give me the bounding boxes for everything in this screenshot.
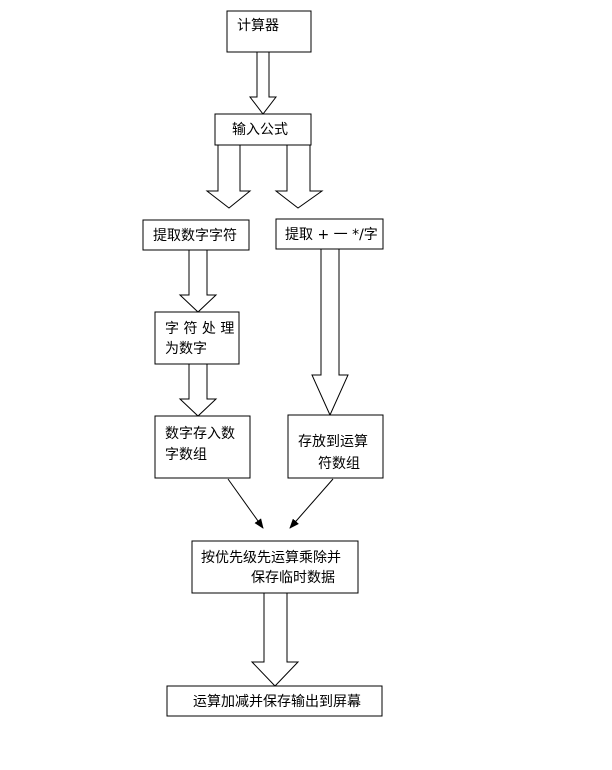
block-arrow-input-to-ops [274,144,324,209]
node-priority: 按优先级先运算乘除并 保存临时数据 [191,540,359,594]
block-arrow-priority-to-final [250,592,300,687]
block-arrow-ops-to-store [311,248,349,417]
node-input-formula-label: 输入公式 [232,122,288,138]
node-store-numbers-label-1: 数字存入数 [165,426,235,442]
block-arrow-input-to-digits [205,144,252,209]
node-process-chars: 字 符 处 理 为数字 [154,311,240,365]
node-extract-digits: 提取数字字符 [142,219,250,251]
block-arrow-process-to-store [178,363,218,417]
node-extract-ops-label: 提取 + 一 */字 [285,227,378,243]
block-arrow-calc-to-input [248,51,278,115]
node-priority-label-2: 保存临时数据 [251,570,335,586]
node-process-chars-label-1: 字 符 处 理 [165,321,234,337]
node-final-output-label: 运算加减并保存输出到屏幕 [193,694,361,710]
node-final-output: 运算加减并保存输出到屏幕 [166,685,383,717]
line-arrow-numbers-to-priority [227,478,264,529]
node-calculator-label: 计算器 [237,18,279,34]
node-extract-ops: 提取 + 一 */字 [275,218,384,250]
line-arrow-ops-to-priority [289,478,334,529]
node-input-formula: 输入公式 [214,113,312,146]
node-store-numbers: 数字存入数 字数组 [154,415,251,479]
node-store-ops-label-2: 符数组 [318,456,360,472]
node-calculator: 计算器 [226,10,312,53]
node-process-chars-label-2: 为数字 [165,341,207,357]
block-arrow-digits-to-process [178,249,218,313]
node-store-numbers-label-2: 字数组 [165,447,207,463]
node-extract-digits-label: 提取数字字符 [153,228,237,244]
node-store-ops-label-1: 存放到运算 [298,434,368,450]
node-priority-label-1: 按优先级先运算乘除并 [201,550,341,566]
node-store-ops: 存放到运算 符数组 [287,414,384,479]
